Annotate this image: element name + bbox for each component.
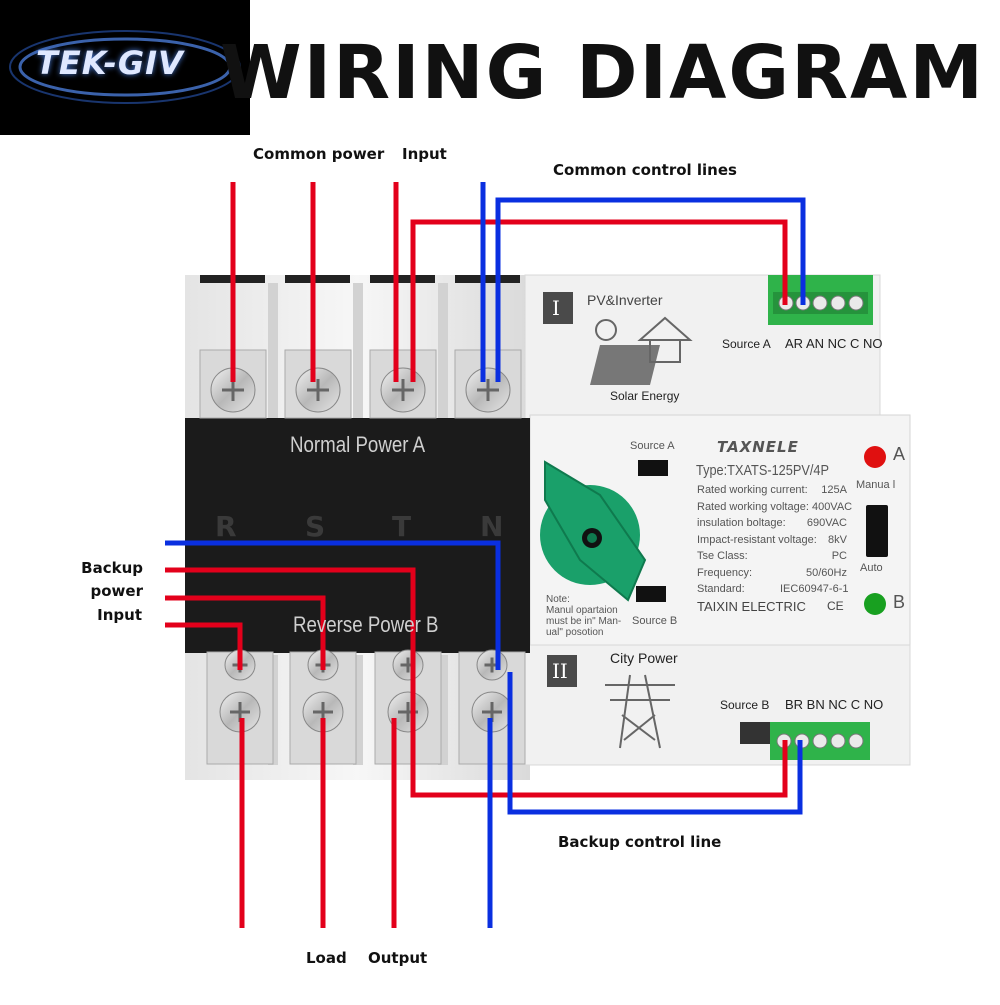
logo-text: TEK-GIV	[36, 44, 184, 82]
label-common-power: Common power	[253, 145, 385, 163]
phase-r: R	[215, 510, 237, 543]
spec-label: Impact-resistant voltage:	[697, 533, 817, 546]
spec-value: PC	[831, 550, 847, 562]
spec-value: 50/60Hz	[806, 566, 847, 579]
green-block-screw	[848, 295, 864, 311]
black-front-plate	[185, 418, 530, 653]
led-b-indicator	[864, 593, 886, 615]
green-block-screw	[848, 733, 864, 749]
spec-label: Rated working voltage: 400VAC	[697, 500, 853, 513]
blue-wires	[165, 182, 806, 928]
source-a-window	[638, 460, 668, 476]
section-two-numeral: II	[552, 659, 568, 683]
reverse-power-label: Reverse Power B	[293, 612, 439, 637]
green-block-screw	[812, 295, 828, 311]
screw-slot	[222, 379, 244, 401]
spec-label: insulation boltage:	[697, 517, 786, 529]
indicator-b-label: B	[893, 592, 906, 612]
spec-label: Tse Class:	[697, 550, 748, 562]
spec-label: Standard:	[697, 583, 745, 595]
terminal-bottom-label: BR BN NC C NO	[785, 697, 884, 712]
power-tower-icon	[605, 674, 675, 749]
type-label: Type:TXATS-125PV/4P	[696, 462, 829, 479]
green-block-screw	[830, 733, 846, 749]
label-load: Load	[306, 949, 347, 967]
solar-panel-icon	[590, 316, 693, 385]
screw-slot	[307, 379, 329, 401]
label-output: Output	[368, 949, 428, 967]
manual-auto-switch[interactable]	[866, 505, 888, 557]
phase-t: T	[392, 510, 412, 543]
normal-power-label: Normal Power A	[290, 432, 426, 457]
selector-knob[interactable]	[540, 460, 647, 602]
solar-energy-label: Solar Energy	[610, 389, 680, 403]
source-a-label: Source A	[722, 337, 771, 351]
source-b-label: Source B	[720, 698, 770, 712]
label-backup: Backup	[81, 559, 143, 577]
section-one-numeral: I	[552, 296, 560, 320]
note-line: ual" posotion	[546, 627, 604, 638]
section-two-box	[547, 655, 577, 687]
spec-label: Rated working current:	[697, 484, 808, 496]
label-input-left: Input	[97, 606, 142, 624]
red-wires	[165, 182, 788, 928]
auto-label: Auto	[860, 562, 883, 574]
knob-source-a-label: Source A	[630, 440, 675, 452]
brand-logo: TEK-GIV	[0, 0, 250, 135]
phase-s: S	[305, 510, 326, 543]
section-one-box	[543, 292, 573, 324]
spec-value: IEC60947-6-1	[780, 583, 849, 595]
label-backup-control-line: Backup control line	[558, 833, 722, 851]
spec-label: Frequency:	[697, 566, 753, 579]
page-title: WIRING DIAGRAM	[220, 30, 985, 116]
ce-mark: CE	[827, 599, 844, 613]
brand-label: TAXNELE	[717, 438, 799, 456]
indicator-a-label: A	[893, 444, 906, 464]
note-line: Manul opartaion	[546, 605, 618, 616]
spec-value: 8kV	[828, 533, 847, 546]
spec-value: 125A	[821, 484, 847, 496]
top-screw-terminals	[199, 349, 522, 419]
city-power-label: City Power	[610, 650, 678, 666]
knob-source-b-label: Source B	[632, 615, 678, 627]
note-line: Note:	[546, 594, 570, 605]
terminal-top-label: AR AN NC C NO	[785, 336, 883, 351]
label-power: power	[90, 582, 143, 600]
label-input-top: Input	[402, 145, 447, 163]
note-line: must be in" Man-	[546, 616, 622, 627]
led-a-indicator	[864, 446, 886, 468]
label-common-control-lines: Common control lines	[553, 161, 737, 179]
green-block-screw	[830, 295, 846, 311]
green-block-screw	[812, 733, 828, 749]
spec-value: 690VAC	[806, 517, 847, 529]
manufacturer-label: TAIXIN ELECTRIC	[697, 599, 806, 614]
pv-inverter-label: PV&Inverter	[587, 292, 663, 308]
phase-n: N	[480, 510, 504, 543]
source-b-window	[636, 586, 666, 602]
screw-slot	[477, 379, 499, 401]
manual-label: Manua l	[856, 479, 896, 491]
screw-slot	[392, 379, 414, 401]
